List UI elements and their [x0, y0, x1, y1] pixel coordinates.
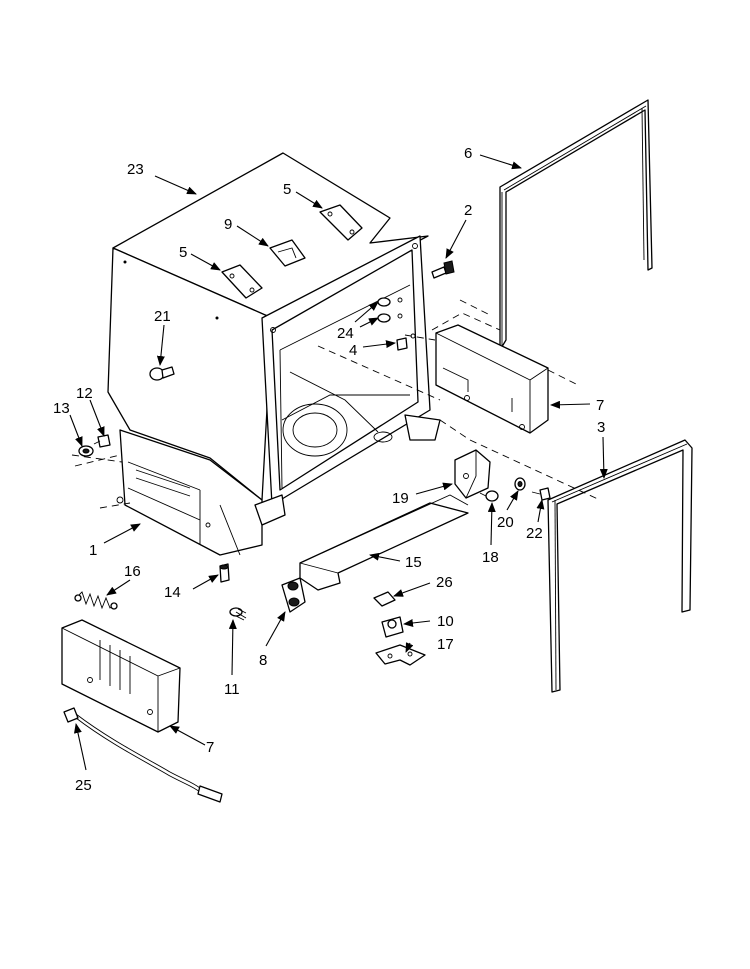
callout-18: 18	[482, 549, 499, 566]
callout-labels: 23 5 9 5 6 2 21 24 4 12 13 7 3 19 20 22 …	[53, 145, 605, 794]
callout-15: 15	[405, 554, 422, 571]
hinge-bracket-upper	[319, 204, 363, 241]
callout-8: 8	[259, 652, 267, 669]
screw-18	[479, 490, 499, 502]
callout-5-upper: 5	[283, 181, 291, 198]
callout-17: 17	[437, 636, 454, 653]
door-gasket-6	[499, 99, 653, 351]
callout-19: 19	[392, 490, 409, 507]
spring-16	[74, 591, 118, 610]
plug-21	[149, 366, 175, 381]
callout-7-left: 7	[206, 739, 214, 756]
washers-24	[377, 297, 403, 323]
callout-2: 2	[464, 202, 472, 219]
grommet-8	[281, 577, 306, 613]
panel-15	[299, 494, 469, 591]
callout-9: 9	[224, 216, 232, 233]
wire-harness-25	[63, 707, 223, 803]
tub-assembly	[107, 152, 441, 556]
callout-13: 13	[53, 400, 70, 417]
callout-3: 3	[597, 419, 605, 436]
callout-4: 4	[349, 342, 357, 359]
callout-16: 16	[124, 563, 141, 580]
clip-26	[373, 591, 396, 607]
foot-13	[78, 445, 94, 457]
callout-1: 1	[89, 542, 97, 559]
callout-14: 14	[164, 584, 181, 601]
callout-7-right: 7	[596, 397, 604, 414]
leader-lines	[69, 154, 608, 771]
tub-gasket-3	[547, 439, 693, 693]
callout-21: 21	[154, 308, 171, 325]
toe-panel-right	[435, 324, 549, 434]
vent-clip	[269, 239, 306, 267]
screw-12	[93, 434, 111, 448]
nut-4	[396, 333, 416, 351]
callout-26: 26	[436, 574, 453, 591]
bracket-19	[454, 449, 491, 499]
assembly-guide-lines	[71, 299, 601, 509]
leg-14	[219, 563, 230, 583]
screw-22	[531, 487, 551, 501]
callout-22: 22	[526, 525, 543, 542]
callout-20: 20	[497, 514, 514, 531]
callout-5-lower: 5	[179, 244, 187, 261]
bracket-17	[375, 644, 426, 666]
toe-panel-left	[61, 619, 181, 733]
callout-12: 12	[76, 385, 93, 402]
callout-11: 11	[224, 681, 240, 698]
screw-11	[229, 607, 247, 621]
screw-2	[431, 260, 455, 279]
washer-20	[514, 477, 526, 491]
callout-10: 10	[437, 613, 454, 630]
callout-23: 23	[127, 161, 144, 178]
callout-24: 24	[337, 325, 354, 342]
hinge-bracket-lower	[221, 264, 263, 299]
switch-10	[381, 616, 404, 638]
callout-6: 6	[464, 145, 472, 162]
callout-25: 25	[75, 777, 92, 794]
